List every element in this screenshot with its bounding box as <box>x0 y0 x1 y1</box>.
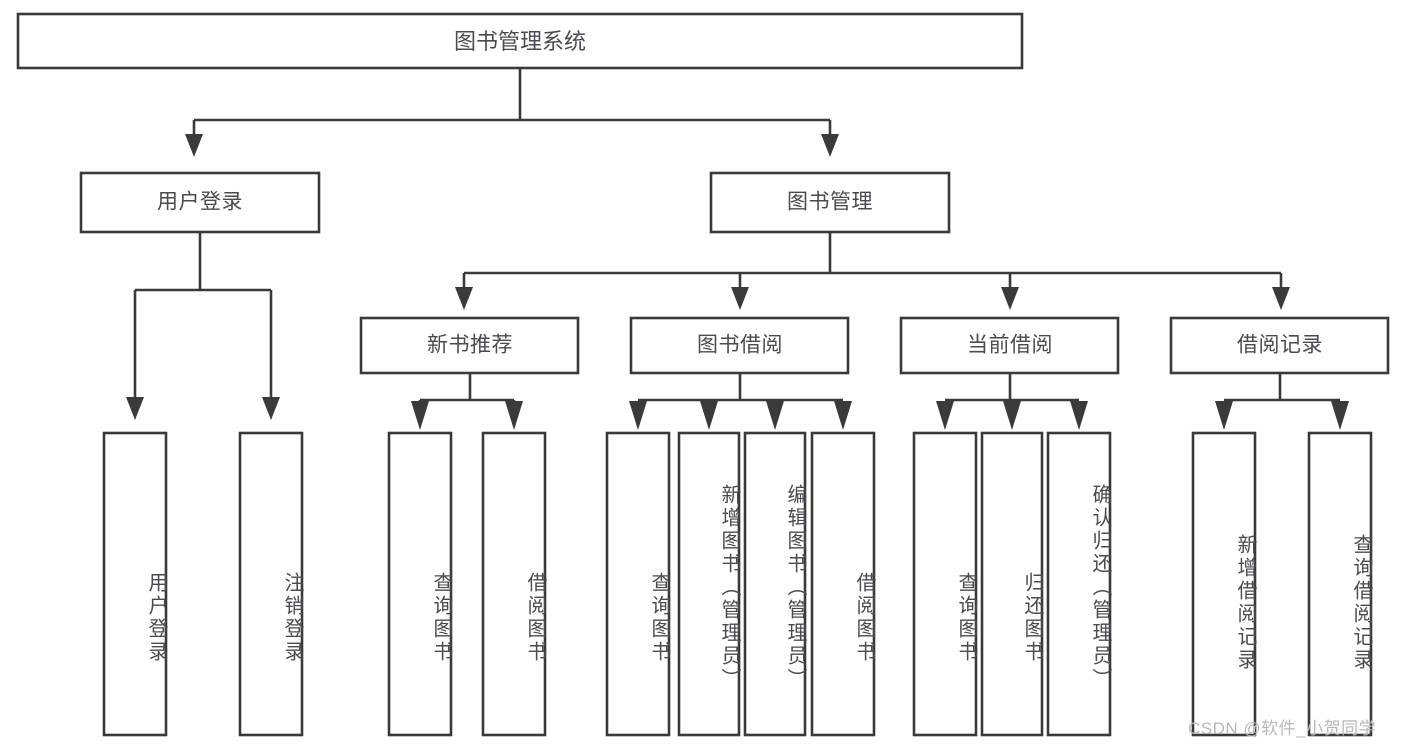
arrowhead-book-borrow-leaf-1 <box>629 401 647 430</box>
leaf-box-book-borrow-4[interactable] <box>810 431 876 737</box>
arrowhead-to-book-mgmt <box>821 134 839 157</box>
node-book-management-label: 图书管理 <box>787 191 873 214</box>
arrowhead-to-current-borrow <box>1001 287 1019 310</box>
arrowhead-book-borrow-leaf-4 <box>834 401 852 430</box>
arrowhead-new-books-leaf-2 <box>505 401 523 430</box>
arrowhead-book-borrow-leaf-3 <box>766 401 784 430</box>
leaf-box-user-login-2[interactable] <box>238 431 304 737</box>
leaf-box-new-books-1[interactable] <box>387 431 453 737</box>
arrowhead-current-borrow-leaf-2 <box>1003 401 1021 430</box>
leaf-box-current-borrow-3[interactable] <box>1046 431 1112 737</box>
node-new-book-recommend-label: 新书推荐 <box>427 334 513 357</box>
arrowhead-new-books-leaf-1 <box>411 401 429 430</box>
arrowhead-to-book-borrow <box>731 287 749 310</box>
node-borrow-record[interactable]: 借阅记录 <box>1169 316 1390 375</box>
arrowhead-current-borrow-leaf-1 <box>936 401 954 430</box>
node-root-system-label: 图书管理系统 <box>454 29 586 54</box>
arrowhead-borrow-record-leaf-2 <box>1331 401 1349 430</box>
node-user-login-label: 用户登录 <box>157 191 243 214</box>
arrowhead-to-new-books <box>455 287 473 310</box>
leaf-box-user-login-1[interactable] <box>102 431 168 737</box>
leaf-box-borrow-record-1[interactable] <box>1191 431 1257 737</box>
arrowhead-current-borrow-leaf-3 <box>1070 401 1088 430</box>
leaf-box-book-borrow-1[interactable] <box>605 431 671 737</box>
leaf-box-new-books-2[interactable] <box>481 431 547 737</box>
leaf-box-book-borrow-2[interactable] <box>677 431 741 737</box>
node-current-borrow-label: 当前借阅 <box>967 334 1053 357</box>
leaf-box-current-borrow-2[interactable] <box>980 431 1044 737</box>
node-root-system[interactable]: 图书管理系统 <box>16 12 1024 70</box>
node-user-login[interactable]: 用户登录 <box>79 171 321 234</box>
arrowhead-to-user-login <box>185 134 203 157</box>
arrowhead-borrow-record-leaf-1 <box>1215 401 1233 430</box>
leaf-box-borrow-record-2[interactable] <box>1307 431 1373 737</box>
arrowhead-to-borrow-record <box>1272 287 1290 310</box>
leaf-box-book-borrow-3[interactable] <box>743 431 807 737</box>
leaf-box-current-borrow-1[interactable] <box>912 431 978 737</box>
csdn-watermark: CSDN @软件_小贺同学 <box>1188 719 1377 738</box>
node-book-borrow[interactable]: 图书借阅 <box>629 316 850 375</box>
node-borrow-record-label: 借阅记录 <box>1237 334 1323 357</box>
node-book-management[interactable]: 图书管理 <box>709 171 951 234</box>
arrowhead-user-login-leaf-1 <box>126 397 144 420</box>
arrowhead-user-login-leaf-2 <box>262 397 280 420</box>
node-new-book-recommend[interactable]: 新书推荐 <box>359 316 580 375</box>
arrowhead-book-borrow-leaf-2 <box>700 401 718 430</box>
node-book-borrow-label: 图书借阅 <box>697 334 783 357</box>
node-current-borrow[interactable]: 当前借阅 <box>899 316 1120 375</box>
